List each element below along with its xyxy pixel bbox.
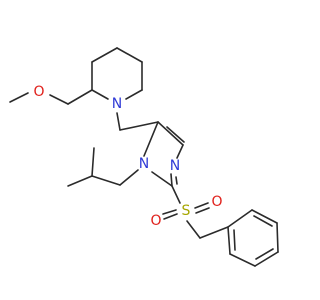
bond-phenyl-2-inner bbox=[253, 215, 273, 227]
bond-ring-c6-n bbox=[125, 89, 143, 100]
bond-isobutyl-methyl-b bbox=[91, 147, 95, 177]
bond-benzyl-phenyl bbox=[199, 226, 229, 239]
bond-imid-n1-c5 bbox=[143, 121, 159, 157]
bond-imid-c5-c4 bbox=[157, 121, 184, 146]
atom-n-imidazole-sub: N bbox=[139, 156, 149, 172]
bond-oxygen-methylene bbox=[49, 94, 69, 105]
bond-ring-n-c2 bbox=[91, 89, 109, 100]
bond-phenyl-3 bbox=[276, 222, 279, 253]
bond-n1-isobutyl bbox=[119, 169, 139, 186]
bond-sulfur-oxygen-left-b bbox=[163, 213, 178, 220]
bond-imid-c4-n3 bbox=[176, 144, 184, 159]
bond-imid-n3-c2-inner bbox=[175, 176, 178, 185]
bond-c2-sulfur bbox=[171, 185, 181, 204]
bond-ring-c3-c4 bbox=[91, 47, 118, 63]
bond-phenyl-4-inner bbox=[255, 248, 274, 260]
atom-o-sulfonyl-right: O bbox=[211, 194, 222, 210]
bond-phenyl-2 bbox=[251, 209, 278, 224]
structure-diagram: O N N N S O O bbox=[9, 47, 279, 267]
bond-methyl-oxygen bbox=[9, 92, 29, 103]
atom-o-ether: O bbox=[33, 84, 44, 100]
atom-n-piperidine: N bbox=[112, 96, 122, 112]
bond-phenyl-6-inner bbox=[233, 229, 236, 251]
bond-isobutyl-ch bbox=[91, 175, 121, 186]
bond-isobutyl-methyl-a bbox=[67, 175, 93, 187]
bond-n-linker bbox=[116, 112, 121, 131]
atom-s-sulfonyl: S bbox=[182, 203, 191, 219]
molecule-drawing: O N N N S O O bbox=[9, 47, 279, 267]
bond-imid-c2-n1 bbox=[151, 171, 173, 187]
bond-sulfur-benzyl bbox=[186, 220, 201, 239]
bond-sulfur-oxygen-right-a bbox=[194, 202, 209, 209]
bond-imid-n3-c2 bbox=[170, 173, 173, 187]
atom-o-sulfonyl-left: O bbox=[150, 213, 161, 229]
bond-phenyl-1 bbox=[227, 209, 253, 228]
bond-linker-imidazole bbox=[119, 121, 159, 131]
bond-imid-c5-c4-inner bbox=[166, 126, 185, 143]
bond-phenyl-4 bbox=[254, 251, 279, 267]
atom-n-imidazole-ring: N bbox=[170, 158, 180, 174]
bond-methylene-ring bbox=[67, 89, 93, 105]
bond-ring-c4-c5 bbox=[116, 47, 143, 63]
bond-phenyl-5 bbox=[229, 253, 256, 267]
bond-phenyl-6 bbox=[227, 226, 231, 255]
bond-sulfur-oxygen-right-b bbox=[195, 207, 210, 214]
bond-sulfur-oxygen-left-a bbox=[162, 209, 177, 215]
